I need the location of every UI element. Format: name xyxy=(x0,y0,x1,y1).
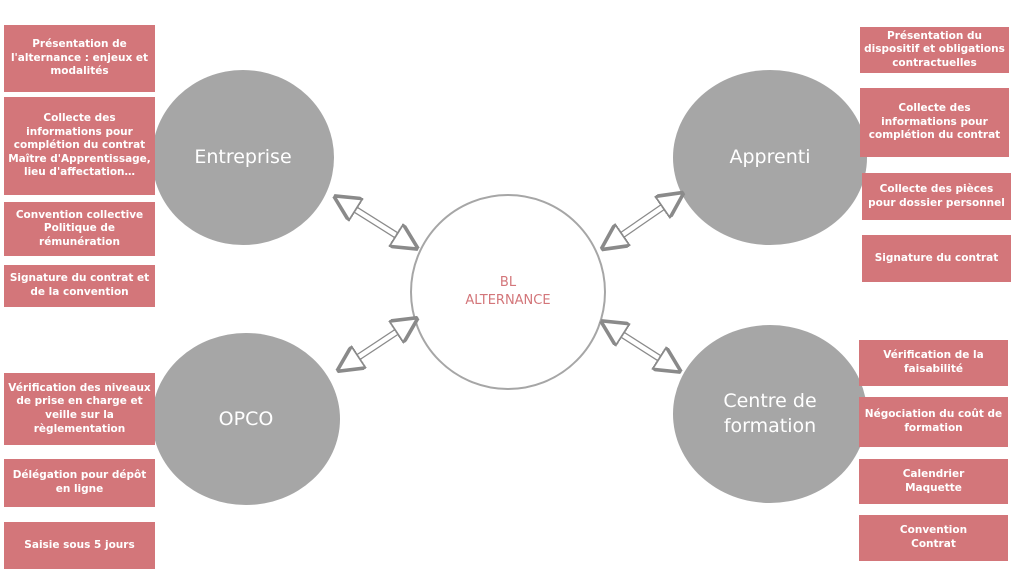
entreprise-item: Convention collective Politique de rémun… xyxy=(4,202,155,256)
centre-item: Convention Contrat xyxy=(859,515,1008,561)
apprenti-item: Présentation du dispositif et obligation… xyxy=(860,27,1009,73)
apprenti-node: Apprenti xyxy=(673,70,867,245)
centre-item: Vérification de la faisabilité xyxy=(859,340,1008,386)
opco-item: Délégation pour dépôt en ligne xyxy=(4,459,155,507)
entreprise-item: Présentation de l'alternance : enjeux et… xyxy=(4,25,155,92)
opco-item: Vérification des niveaux de prise en cha… xyxy=(4,373,155,445)
entreprise-item: Signature du contrat et de la convention xyxy=(4,265,155,307)
centre-item: Calendrier Maquette xyxy=(859,459,1008,504)
apprenti-item: Signature du contrat xyxy=(862,235,1011,282)
apprenti-item: Collecte des pièces pour dossier personn… xyxy=(862,173,1011,220)
opco-item: Saisie sous 5 jours xyxy=(4,522,155,569)
entreprise-node: Entreprise xyxy=(152,70,334,245)
entreprise-item: Collecte des informations pour complétio… xyxy=(4,97,155,195)
bl-alternance-hub: BL ALTERNANCE xyxy=(410,194,606,390)
centre-formation-node: Centre de formation xyxy=(673,325,867,503)
apprenti-item: Collecte des informations pour complétio… xyxy=(860,88,1009,157)
centre-item: Négociation du coût de formation xyxy=(859,397,1008,447)
opco-node: OPCO xyxy=(152,333,340,505)
